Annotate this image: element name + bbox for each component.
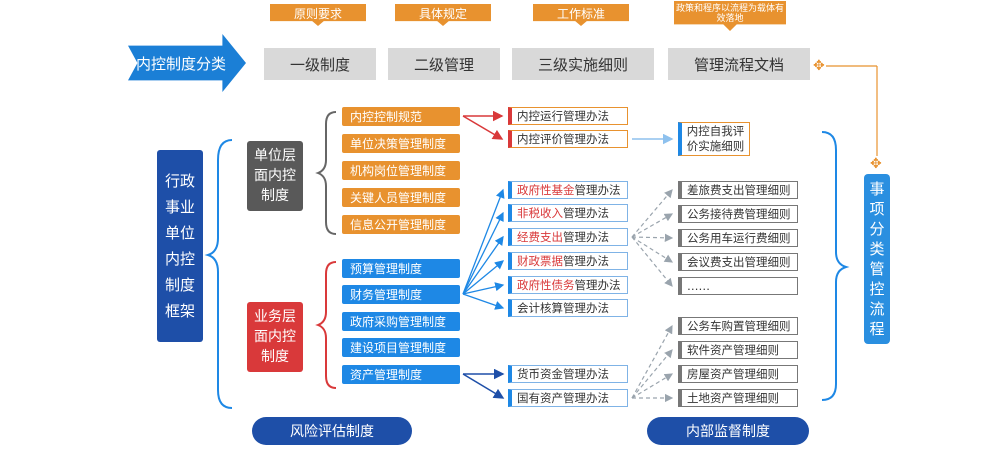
business-item: 预算管理制度 (342, 259, 460, 278)
brace-framework (204, 139, 233, 409)
connector (462, 211, 504, 295)
unit-level-label: 单位层面内控制度 (254, 148, 296, 204)
level-1: 一级制度 (264, 48, 376, 80)
tag-principle: 原则要求 (270, 4, 366, 26)
level-3: 三级实施细则 (512, 48, 654, 80)
finance-detail-item: …… (678, 277, 798, 295)
business-item: 资产管理制度 (342, 365, 460, 384)
level-2: 二级管理 (388, 48, 500, 80)
asset-detail-item: 房屋资产管理细则 (678, 365, 798, 383)
finance-sub-rest: 管理办法 (574, 278, 621, 292)
business-level-label: 业务层面内控制度 (254, 309, 296, 365)
finance-sub-item: 政府性债务管理办法 (508, 276, 628, 294)
unit-item: 内控控制规范 (342, 107, 460, 126)
brace-unit (315, 111, 337, 235)
framework-box: 行政事业单位内控制度框架 (157, 150, 203, 342)
unit-item: 关键人员管理制度 (342, 188, 460, 207)
unit-sub-item: 内控评价管理办法 (508, 130, 628, 148)
framework-label: 行政事业单位内控制度框架 (165, 172, 196, 320)
finance-sub-highlight: 非税收入 (517, 206, 563, 220)
unit-level-box: 单位层面内控制度 (247, 141, 303, 211)
connector (462, 188, 505, 295)
unit-item: 信息公开管理制度 (342, 215, 460, 234)
connector (631, 349, 673, 399)
finance-sub-highlight: 财政票据 (517, 254, 563, 268)
unit-item: 机构岗位管理制度 (342, 161, 460, 180)
asset-sub-item: 国有资产管理办法 (508, 389, 628, 407)
finance-sub-item: 经费支出管理办法 (508, 228, 628, 246)
finance-detail-item: 公务接待费管理细则 (678, 205, 798, 223)
asset-detail-item: 土地资产管理细则 (678, 389, 798, 407)
brace-business (315, 261, 337, 389)
unit-sub-item: 内控运行管理办法 (508, 107, 628, 125)
connector (631, 213, 674, 238)
diamond-icon: ✥ (870, 156, 882, 172)
finance-sub-highlight: 政府性债务 (517, 278, 575, 292)
asset-sub-item: 货币资金管理办法 (508, 365, 628, 383)
finance-sub-highlight: 经费支出 (517, 230, 563, 244)
risk-assessment-pill: 风险评估制度 (252, 417, 412, 445)
finance-detail-item: 会议费支出管理细则 (678, 253, 798, 271)
business-item: 政府采购管理制度 (342, 312, 460, 331)
tag-specific: 具体规定 (395, 4, 491, 26)
diamond-icon: ✥ (813, 58, 825, 74)
connector (462, 293, 505, 310)
finance-sub-rest: 会计核算管理办法 (517, 301, 609, 315)
right-label: 事项分类管控流程 (869, 180, 885, 338)
connector (462, 282, 505, 295)
tag-standard: 工作标准 (533, 4, 629, 26)
right-label-box: 事项分类管控流程 (864, 174, 890, 344)
business-item: 财务管理制度 (342, 285, 460, 304)
connector (631, 373, 674, 399)
finance-detail-item: 公务用车运行费细则 (678, 229, 798, 247)
connector (631, 236, 673, 287)
unit-item: 单位决策管理制度 (342, 134, 460, 153)
finance-detail-item: 差旅费支出管理细则 (678, 181, 798, 199)
self-eval-detail: 内控自我评价实施细则 (678, 122, 750, 156)
finance-sub-item: 政府性基金管理办法 (508, 181, 628, 199)
connector (462, 373, 505, 399)
finance-sub-item: 会计核算管理办法 (508, 299, 628, 317)
connector (462, 260, 505, 295)
connector (631, 189, 673, 238)
asset-detail-item: 软件资产管理细则 (678, 341, 798, 359)
connector (631, 324, 673, 399)
supervision-pill: 内部监督制度 (647, 417, 809, 445)
brace-right (821, 131, 850, 401)
finance-sub-rest: 管理办法 (563, 206, 609, 220)
finance-sub-rest: 管理办法 (563, 230, 609, 244)
finance-sub-item: 财政票据管理办法 (508, 252, 628, 270)
connector (462, 235, 504, 295)
classification-label: 内控制度分类 (136, 54, 227, 73)
connector (631, 233, 674, 243)
level-4: 管理流程文档 (668, 48, 810, 80)
finance-sub-item: 非税收入管理办法 (508, 204, 628, 222)
connector (631, 236, 674, 263)
asset-detail-item: 公务车购置管理细则 (678, 317, 798, 335)
finance-sub-rest: 管理办法 (574, 183, 621, 197)
finance-sub-highlight: 政府性基金 (517, 183, 575, 197)
finance-sub-rest: 管理办法 (563, 254, 609, 268)
business-item: 建设项目管理制度 (342, 338, 460, 357)
business-level-box: 业务层面内控制度 (247, 302, 303, 372)
connector (462, 115, 504, 140)
